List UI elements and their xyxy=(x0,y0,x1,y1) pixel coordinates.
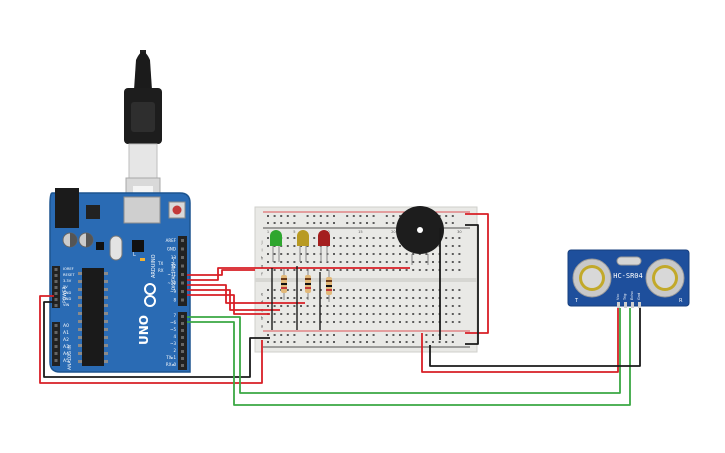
power-pin-label: GND xyxy=(63,297,71,301)
led-red[interactable] xyxy=(318,230,330,262)
power-pin-label: RESET xyxy=(63,273,75,277)
usb-port xyxy=(123,196,161,224)
power-pin-label: 5V xyxy=(63,285,68,289)
analog-pin-label: A0 xyxy=(63,323,69,329)
breadboard-col-label: 1 xyxy=(267,230,269,234)
digital-pin-label: ~10 xyxy=(168,281,177,286)
power-pin-label: IOREF xyxy=(63,267,74,271)
power-pin-label: 3.3V xyxy=(63,279,72,283)
breadboard-row-label: b xyxy=(261,316,264,321)
wire-black-sensor-gnd[interactable] xyxy=(429,308,641,367)
tx-label: TX xyxy=(157,261,163,266)
wires xyxy=(39,213,641,406)
crystal xyxy=(109,235,123,261)
digital-pin-label: 4 xyxy=(173,334,176,339)
breadboard-col-label: 20 xyxy=(391,230,396,234)
digital-pin-label: 7 xyxy=(173,313,176,318)
wire-red-rail[interactable] xyxy=(465,213,489,334)
wire-red-sensor-vcc[interactable] xyxy=(421,308,619,373)
arduino-uno-board[interactable]: POWER ANALOG IN IOREF RESET 3.3V 5V GND GND VI… xyxy=(49,188,191,373)
sensor-side-t: T xyxy=(574,298,579,304)
digital-pin-label: RX◂0 xyxy=(166,362,177,367)
digital-pin-label: TX▸1 xyxy=(165,355,176,360)
digital-pin-label: 13 xyxy=(171,255,177,260)
digital-pin-label: ~6 xyxy=(170,320,176,325)
sensor-pin-label: Gnd xyxy=(637,293,641,300)
atmega-chip xyxy=(82,268,104,366)
analog-label: ANALOG IN xyxy=(67,345,73,370)
wire-red[interactable] xyxy=(187,294,270,315)
wire-red[interactable] xyxy=(187,289,280,311)
power-pin-label: VIN xyxy=(63,303,70,307)
sensor-side-r: R xyxy=(679,298,683,304)
breadboard-row-label: j xyxy=(260,240,262,245)
analog-pin-label: A5 xyxy=(63,358,69,364)
model-label: UNO xyxy=(137,315,151,345)
breadboard-row-label: g xyxy=(261,264,264,269)
oscillator xyxy=(616,256,642,266)
brand-label: ARDUINO xyxy=(151,254,157,278)
arduino-logo xyxy=(144,283,156,307)
breadboard-row-label: h xyxy=(261,256,264,261)
digital-pin-label: ~11 xyxy=(168,272,177,277)
l-led-label: L xyxy=(133,252,136,258)
resistor-2[interactable] xyxy=(305,268,311,300)
rx-label: RX xyxy=(158,268,164,273)
digital-pin-label: AREF xyxy=(166,238,177,243)
sensor-pin-label: Echo xyxy=(630,291,634,300)
l-led xyxy=(140,258,145,261)
breadboard-row-label: a xyxy=(261,324,264,329)
analog-pin-label: A2 xyxy=(63,337,69,343)
analog-pin-label: A1 xyxy=(63,330,69,336)
wire-green[interactable] xyxy=(187,308,621,394)
sensor-pin-label: Trig xyxy=(623,294,627,301)
power-pin-label: GND xyxy=(63,291,71,295)
wire-red[interactable] xyxy=(187,267,410,281)
wire-black-gnd[interactable] xyxy=(43,301,270,378)
digital-pin-label: 8 xyxy=(173,298,176,303)
piezo-buzzer[interactable] xyxy=(396,206,444,265)
analog-pin-label: A4 xyxy=(63,351,69,357)
wire-black-rail[interactable] xyxy=(465,224,479,345)
breadboard-col-label: 5 xyxy=(293,230,295,234)
digital-header-bottom xyxy=(178,312,187,370)
breadboard-row-label: f xyxy=(261,272,263,277)
analog-pin-label: A3 xyxy=(63,344,69,350)
digital-pin-label: 12 xyxy=(171,264,177,269)
power-jack xyxy=(55,188,79,228)
resistor-1[interactable] xyxy=(281,268,287,300)
sensor-model: HC-SR04 xyxy=(613,272,643,280)
breadboard-row-label: d xyxy=(261,300,264,305)
breadboard-col-label: 30 xyxy=(457,230,462,234)
resistor-3[interactable] xyxy=(326,270,332,302)
wire-red-5v[interactable] xyxy=(39,295,263,384)
led-green[interactable] xyxy=(270,230,282,262)
breadboard-row-label: i xyxy=(261,248,262,253)
digital-pin-label: GND xyxy=(167,247,176,252)
power-label: POWER xyxy=(62,286,68,303)
wire-red[interactable] xyxy=(187,269,255,276)
breadboard-col-label: 15 xyxy=(358,230,363,234)
digital-label: DIGITAL (PWM~) xyxy=(171,256,176,290)
digital-pin-label: ~3 xyxy=(170,341,176,346)
breadboard-row-label: e xyxy=(261,292,264,297)
led-yellow[interactable] xyxy=(297,230,309,262)
digital-pin-label: 2 xyxy=(173,348,176,353)
analog-header xyxy=(52,322,60,366)
wire-green[interactable] xyxy=(187,308,631,406)
digital-pin-label: ~5 xyxy=(170,327,176,332)
digital-pin-label: ~9 xyxy=(170,289,176,294)
wire-red[interactable] xyxy=(187,284,305,304)
sensor-pin-label: Vcc xyxy=(616,294,620,300)
digital-header-top xyxy=(178,236,187,306)
